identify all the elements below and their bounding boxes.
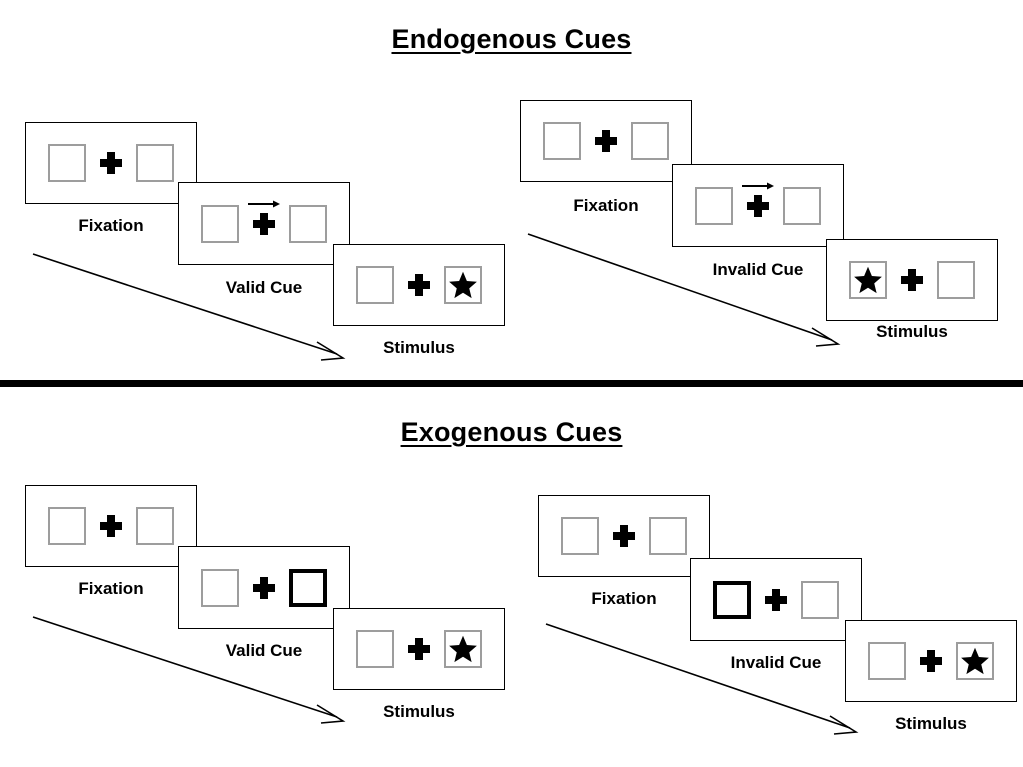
- arrow-right-cue-icon: [741, 179, 775, 191]
- left-box-cued: [713, 580, 751, 619]
- right-box: [631, 122, 669, 160]
- flow-arrow-exogenous-valid: [25, 611, 355, 736]
- fixation-cross-icon: [595, 130, 617, 152]
- fixation-cross-icon: [253, 576, 275, 599]
- panel-endogenous-valid-stimulus[interactable]: [333, 244, 505, 326]
- left-box: [561, 517, 599, 555]
- right-box-cued: [289, 568, 327, 607]
- right-box: [783, 186, 821, 225]
- caption-endogenous-invalid-stimulus: Stimulus: [876, 322, 948, 341]
- caption-endogenous-valid-stimulus: Stimulus: [383, 338, 455, 357]
- flow-arrow-endogenous-invalid: [520, 228, 850, 358]
- fixation-cross-icon: [901, 269, 923, 291]
- panel-endogenous-valid-cue[interactable]: [178, 182, 350, 265]
- left-box: [695, 186, 733, 225]
- star-icon: [449, 635, 477, 663]
- caption-endogenous-invalid-fixation: Fixation: [573, 196, 639, 215]
- flow-arrow-endogenous-valid: [25, 248, 355, 373]
- fixation-cross-icon: [920, 650, 942, 672]
- right-box: [289, 204, 327, 243]
- left-box: [868, 642, 906, 680]
- left-box: [356, 266, 394, 304]
- panel-endogenous-valid-fixation[interactable]: [25, 122, 197, 204]
- caption-exogenous-invalid-cue: Invalid Cue: [730, 653, 822, 672]
- right-box: [801, 580, 839, 619]
- fixation-cross-icon: [100, 152, 122, 174]
- fixation-cross-icon: [408, 638, 430, 660]
- right-box: [649, 517, 687, 555]
- left-box: [48, 144, 86, 182]
- left-box: [543, 122, 581, 160]
- caption-endogenous-invalid-cue: Invalid Cue: [712, 260, 804, 279]
- star-icon: [854, 266, 882, 294]
- panel-endogenous-invalid-stimulus[interactable]: [826, 239, 998, 321]
- fixation-cross-icon: [248, 200, 280, 235]
- fixation-cross-icon: [742, 182, 774, 217]
- caption-exogenous-invalid-fixation: Fixation: [591, 589, 657, 608]
- right-box: [136, 507, 174, 545]
- fixation-cross-icon: [408, 274, 430, 296]
- left-box-with-target: [849, 261, 887, 299]
- arrow-right-cue-icon: [247, 197, 281, 209]
- star-icon: [961, 647, 989, 675]
- fixation-cross-icon: [613, 525, 635, 547]
- panel-exogenous-valid-stimulus[interactable]: [333, 608, 505, 690]
- caption-endogenous-valid-fixation: Fixation: [78, 216, 144, 235]
- left-box: [201, 204, 239, 243]
- left-box: [201, 568, 239, 607]
- fixation-cross-icon: [100, 515, 122, 537]
- caption-exogenous-invalid-stimulus: Stimulus: [895, 714, 967, 733]
- caption-endogenous-valid-cue: Valid Cue: [225, 278, 303, 297]
- fixation-cross-icon: [765, 588, 787, 611]
- panel-endogenous-invalid-fixation[interactable]: [520, 100, 692, 182]
- left-box: [48, 507, 86, 545]
- right-box-with-target: [956, 642, 994, 680]
- panel-exogenous-invalid-fixation[interactable]: [538, 495, 710, 577]
- right-box: [937, 261, 975, 299]
- section-title-endogenous: Endogenous Cues: [391, 24, 632, 54]
- caption-exogenous-valid-cue: Valid Cue: [225, 641, 303, 660]
- panel-exogenous-valid-cue[interactable]: [178, 546, 350, 629]
- section-title-exogenous: Exogenous Cues: [400, 417, 623, 447]
- star-icon: [449, 271, 477, 299]
- right-box-with-target: [444, 630, 482, 668]
- panel-exogenous-invalid-stimulus[interactable]: [845, 620, 1017, 702]
- right-box-with-target: [444, 266, 482, 304]
- section-divider: [0, 380, 1023, 387]
- right-box: [136, 144, 174, 182]
- left-box: [356, 630, 394, 668]
- caption-exogenous-valid-stimulus: Stimulus: [383, 702, 455, 721]
- caption-exogenous-valid-fixation: Fixation: [78, 579, 144, 598]
- panel-exogenous-valid-fixation[interactable]: [25, 485, 197, 567]
- panel-exogenous-invalid-cue[interactable]: [690, 558, 862, 641]
- panel-endogenous-invalid-cue[interactable]: [672, 164, 844, 247]
